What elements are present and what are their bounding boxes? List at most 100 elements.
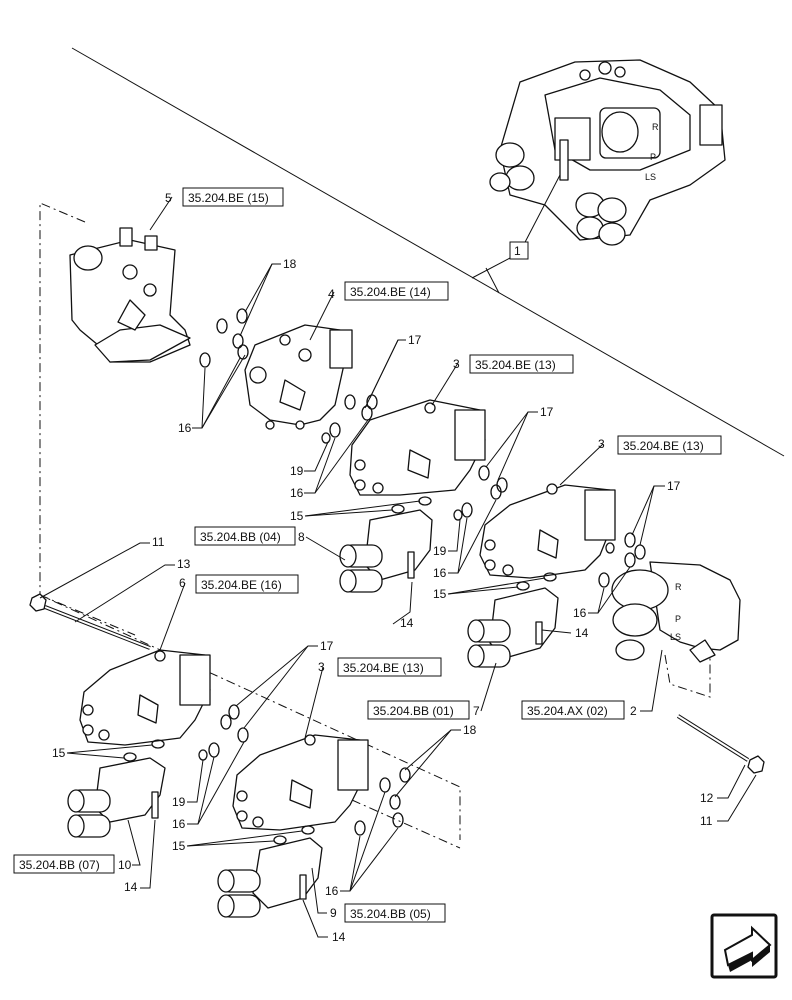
callout-2: 2 (630, 704, 637, 718)
leader (447, 586, 519, 595)
assembly-line (39, 594, 136, 636)
leader (304, 437, 336, 494)
o-ring (216, 318, 228, 334)
part-5-inlet-cover (69, 227, 191, 363)
ref-box-35-204-be-13[interactable]: 35.204.BE (13) (469, 354, 574, 374)
leader (364, 339, 399, 409)
leader (302, 899, 328, 938)
part-8-solenoid-block (339, 509, 433, 593)
callout-14: 14 (124, 880, 138, 894)
svg-text:35.204.BB (04): 35.204.BB (04) (200, 530, 281, 544)
part-6-valve-section (79, 649, 211, 746)
callout-13: 13 (177, 557, 191, 571)
o-ring (399, 767, 411, 783)
o-ring (344, 394, 356, 410)
callout-16: 16 (290, 486, 304, 500)
item-1-box (509, 241, 529, 260)
o-ring (516, 581, 530, 591)
o-ring (361, 405, 373, 421)
o-ring (354, 820, 366, 836)
callout-3: 3 (598, 437, 605, 451)
o-ring (237, 727, 249, 743)
leader (480, 662, 497, 712)
o-ring (329, 422, 341, 438)
leader (717, 774, 757, 822)
o-ring (391, 504, 405, 514)
leader (39, 542, 150, 599)
leader (304, 666, 324, 739)
callout-14: 14 (332, 930, 346, 944)
ref-box-35-204-be-13-b[interactable]: 35.204.BE (13) (617, 435, 722, 455)
callout-19: 19 (290, 464, 304, 478)
ref-box-35-204-bb-07[interactable]: 35.204.BB (07) (13, 854, 115, 874)
leader (309, 291, 335, 341)
o-ring (634, 544, 646, 560)
part-2-end-cover: R P LS (611, 561, 741, 663)
callout-12: 12 (700, 791, 714, 805)
leader (631, 485, 655, 536)
callout-17: 17 (667, 479, 681, 493)
svg-text:LS: LS (645, 172, 656, 182)
callout-8: 8 (298, 530, 305, 544)
assembly-line-right (664, 643, 711, 698)
svg-text:35.204.BB (05): 35.204.BB (05) (350, 907, 431, 921)
leader (304, 441, 329, 472)
leader (187, 759, 204, 803)
callout-19: 19 (172, 795, 186, 809)
callout-15: 15 (172, 839, 186, 853)
callout-17: 17 (408, 333, 422, 347)
ref-box-35-204-be-16[interactable]: 35.204.BE (16) (195, 574, 299, 594)
leader (394, 729, 452, 798)
o-ring (543, 572, 557, 582)
o-ring (389, 794, 401, 810)
svg-text:LS: LS (670, 632, 681, 642)
leader (140, 819, 156, 889)
leader (192, 367, 206, 429)
ref-box-35-204-be-15[interactable]: 35.204.BE (15) (182, 187, 284, 207)
callout-17: 17 (540, 405, 554, 419)
o-ring (151, 739, 165, 749)
svg-text:P: P (675, 614, 681, 624)
o-ring (453, 509, 463, 521)
o-ring (478, 465, 490, 481)
item-1-label: 1 (514, 244, 521, 258)
ref-box-35-204-be-14[interactable]: 35.204.BE (14) (344, 281, 449, 301)
leader (588, 587, 605, 614)
leader (244, 263, 281, 313)
ref-box-35-204-be-13-c[interactable]: 35.204.BE (13) (337, 657, 442, 677)
ref-box-35-204-bb-04[interactable]: 35.204.BB (04) (194, 526, 296, 546)
part-11-nut-right (747, 755, 765, 774)
o-ring (392, 812, 404, 828)
callout-3: 3 (318, 660, 325, 674)
leader (305, 536, 346, 561)
leader (521, 174, 561, 249)
next-page-arrow-icon[interactable] (710, 913, 778, 979)
o-ring (220, 714, 232, 730)
ref-box-35-204-bb-05[interactable]: 35.204.BB (05) (344, 903, 446, 923)
leader (66, 752, 125, 759)
assembly-line (351, 799, 461, 849)
leader (431, 362, 459, 406)
leader (448, 519, 461, 552)
svg-text:35.204.BE (13): 35.204.BE (13) (475, 358, 556, 372)
leader (197, 741, 245, 825)
part-3-valve-section-c (232, 734, 369, 831)
o-ring (273, 835, 287, 845)
o-ring (198, 749, 208, 761)
svg-text:35.204.BE (13): 35.204.BE (13) (623, 439, 704, 453)
o-ring (418, 496, 432, 506)
o-ring (605, 542, 615, 554)
svg-text:35.204.BE (13): 35.204.BE (13) (343, 661, 424, 675)
callout-16: 16 (172, 817, 186, 831)
leader (485, 411, 529, 468)
callout-9: 9 (330, 906, 337, 920)
ref-box-35-204-ax-02[interactable]: 35.204.AX (02) (521, 700, 625, 720)
leader (392, 581, 413, 625)
assembled-valve-block: R P LS (489, 59, 726, 246)
leader (559, 443, 604, 486)
ref-box-35-204-bb-01[interactable]: 35.204.BB (01) (367, 700, 470, 720)
callout-18: 18 (283, 257, 297, 271)
leader (640, 649, 663, 712)
callout-6: 6 (179, 576, 186, 590)
